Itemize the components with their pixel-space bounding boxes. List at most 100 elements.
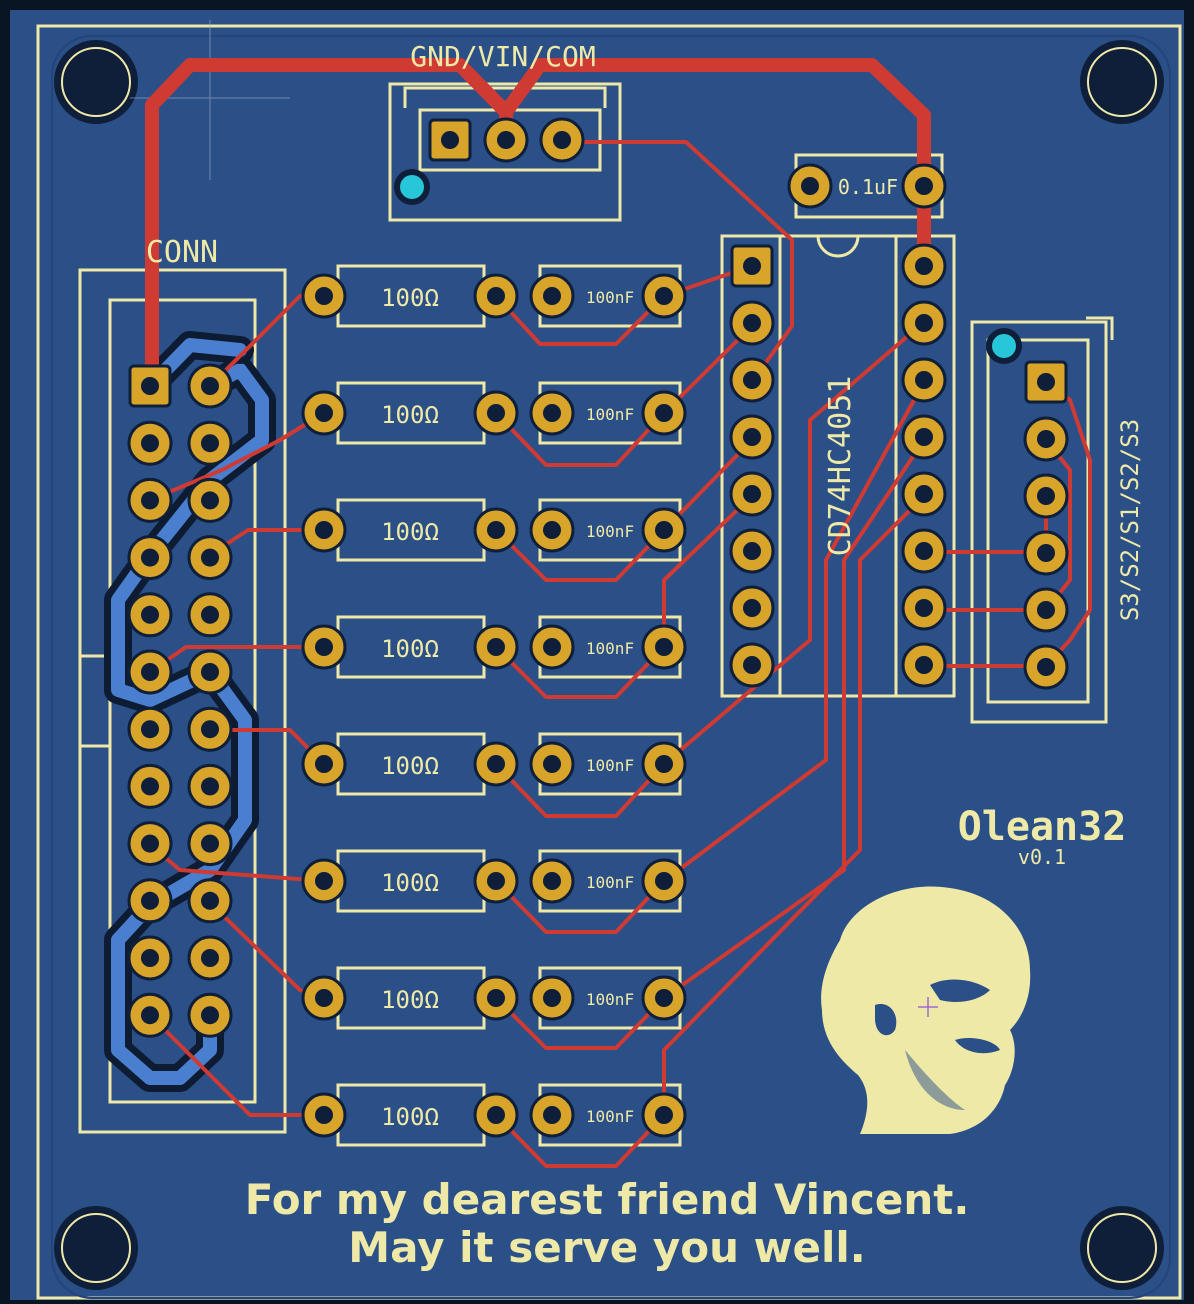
version-label: v0.1	[1018, 845, 1066, 869]
conn-pad	[187, 477, 233, 523]
ic-pad	[901, 243, 947, 289]
conn-pad	[127, 763, 173, 809]
select-header-label: S3/S2/S1/S2/S3	[1116, 419, 1144, 621]
cap-pad	[641, 975, 687, 1021]
conn-pad	[127, 878, 173, 924]
filter-cap-labels: 100nF 100nF 100nF 100nF 100nF 100nF 100n…	[586, 288, 634, 1126]
conn-pad	[187, 706, 233, 752]
conn-pad	[187, 363, 233, 409]
cap-pad	[641, 624, 687, 670]
cap-label: 100nF	[586, 873, 634, 892]
ic-pad	[901, 471, 947, 517]
conn-pad	[127, 935, 173, 981]
conn-pad	[127, 592, 173, 638]
cap-pad	[641, 741, 687, 787]
conn-pad	[128, 364, 172, 408]
resistor-pad	[301, 390, 347, 436]
conn-pad	[127, 821, 173, 867]
cap-pad	[529, 390, 575, 436]
resistor-label: 100Ω	[381, 635, 439, 663]
conn-pad	[127, 420, 173, 466]
copper-pads	[127, 117, 1069, 1138]
portrait-artwork	[821, 886, 1031, 1134]
resistor-pad	[473, 624, 519, 670]
power-header-pad	[539, 117, 585, 163]
resistor-pad	[301, 975, 347, 1021]
ic-pad	[729, 471, 775, 517]
select-header-pad	[1023, 473, 1069, 519]
ic-pad	[901, 642, 947, 688]
conn-pad	[187, 763, 233, 809]
resistor-pad	[301, 1092, 347, 1138]
cap-label: 100nF	[586, 639, 634, 658]
ic-pad	[729, 357, 775, 403]
select-header-pad	[1023, 644, 1069, 690]
power-header-pad	[483, 117, 529, 163]
cap-label: 100nF	[586, 288, 634, 307]
conn-pad	[127, 706, 173, 752]
cap-label: 100nF	[586, 990, 634, 1009]
cap-pad	[641, 507, 687, 553]
ic-pad	[729, 528, 775, 574]
conn-pad	[187, 420, 233, 466]
conn-pad	[127, 649, 173, 695]
cap-pad	[529, 1092, 575, 1138]
decoupling-cap-value: 0.1uF	[838, 175, 898, 199]
resistor-pad	[473, 741, 519, 787]
dedication-line-2: May it serve you well.	[348, 1223, 865, 1272]
ic-pad	[729, 300, 775, 346]
select-header-pad	[1024, 360, 1068, 404]
ic-outline	[720, 234, 956, 698]
resistor-pad	[301, 741, 347, 787]
conn-pad	[187, 535, 233, 581]
resistor-pad	[473, 975, 519, 1021]
conn-pad	[187, 649, 233, 695]
ic-pad	[729, 585, 775, 631]
cap-pad	[529, 741, 575, 787]
cap-pad	[641, 273, 687, 319]
decoupling-cap-pad	[901, 163, 947, 209]
resistor-label: 100Ω	[381, 401, 439, 429]
resistor-label: 100Ω	[381, 986, 439, 1014]
vias	[394, 169, 1022, 364]
resistor-label: 100Ω	[381, 284, 439, 312]
select-header-pad	[1023, 416, 1069, 462]
resistor-label: 100Ω	[381, 1103, 439, 1131]
project-name: Olean32	[958, 804, 1127, 850]
conn-pad	[127, 477, 173, 523]
resistor-label: 100Ω	[381, 869, 439, 897]
conn-pad	[187, 878, 233, 924]
resistor-pad	[473, 507, 519, 553]
mounting-holes	[54, 40, 1164, 1290]
dedication-line-1: For my dearest friend Vincent.	[245, 1175, 970, 1224]
ic-pad	[901, 414, 947, 460]
cap-pad	[641, 1092, 687, 1138]
ic-pad	[729, 414, 775, 460]
conn-pad	[127, 992, 173, 1038]
power-header-label: GND/VIN/COM	[410, 40, 595, 73]
conn-label: CONN	[146, 235, 218, 270]
resistor-label: 100Ω	[381, 518, 439, 546]
ic-pad	[901, 585, 947, 631]
cap-label: 100nF	[586, 405, 634, 424]
cap-pad	[529, 624, 575, 670]
resistor-labels: 100Ω 100Ω 100Ω 100Ω 100Ω 100Ω 100Ω 100Ω	[381, 284, 439, 1131]
resistor-pad	[473, 1092, 519, 1138]
resistor-pad	[301, 273, 347, 319]
resistor-pad	[301, 858, 347, 904]
resistor-pad	[473, 390, 519, 436]
ic-pad	[901, 300, 947, 346]
cap-pad	[529, 273, 575, 319]
cap-label: 100nF	[586, 756, 634, 775]
cap-label: 100nF	[586, 522, 634, 541]
decoupling-cap-pad	[787, 163, 833, 209]
conn-pad	[187, 992, 233, 1038]
cap-pad	[641, 858, 687, 904]
cap-pad	[529, 507, 575, 553]
conn-pad	[187, 592, 233, 638]
conn-pad	[127, 535, 173, 581]
resistor-pad	[473, 273, 519, 319]
conn-pad	[187, 821, 233, 867]
resistor-pad	[301, 507, 347, 553]
